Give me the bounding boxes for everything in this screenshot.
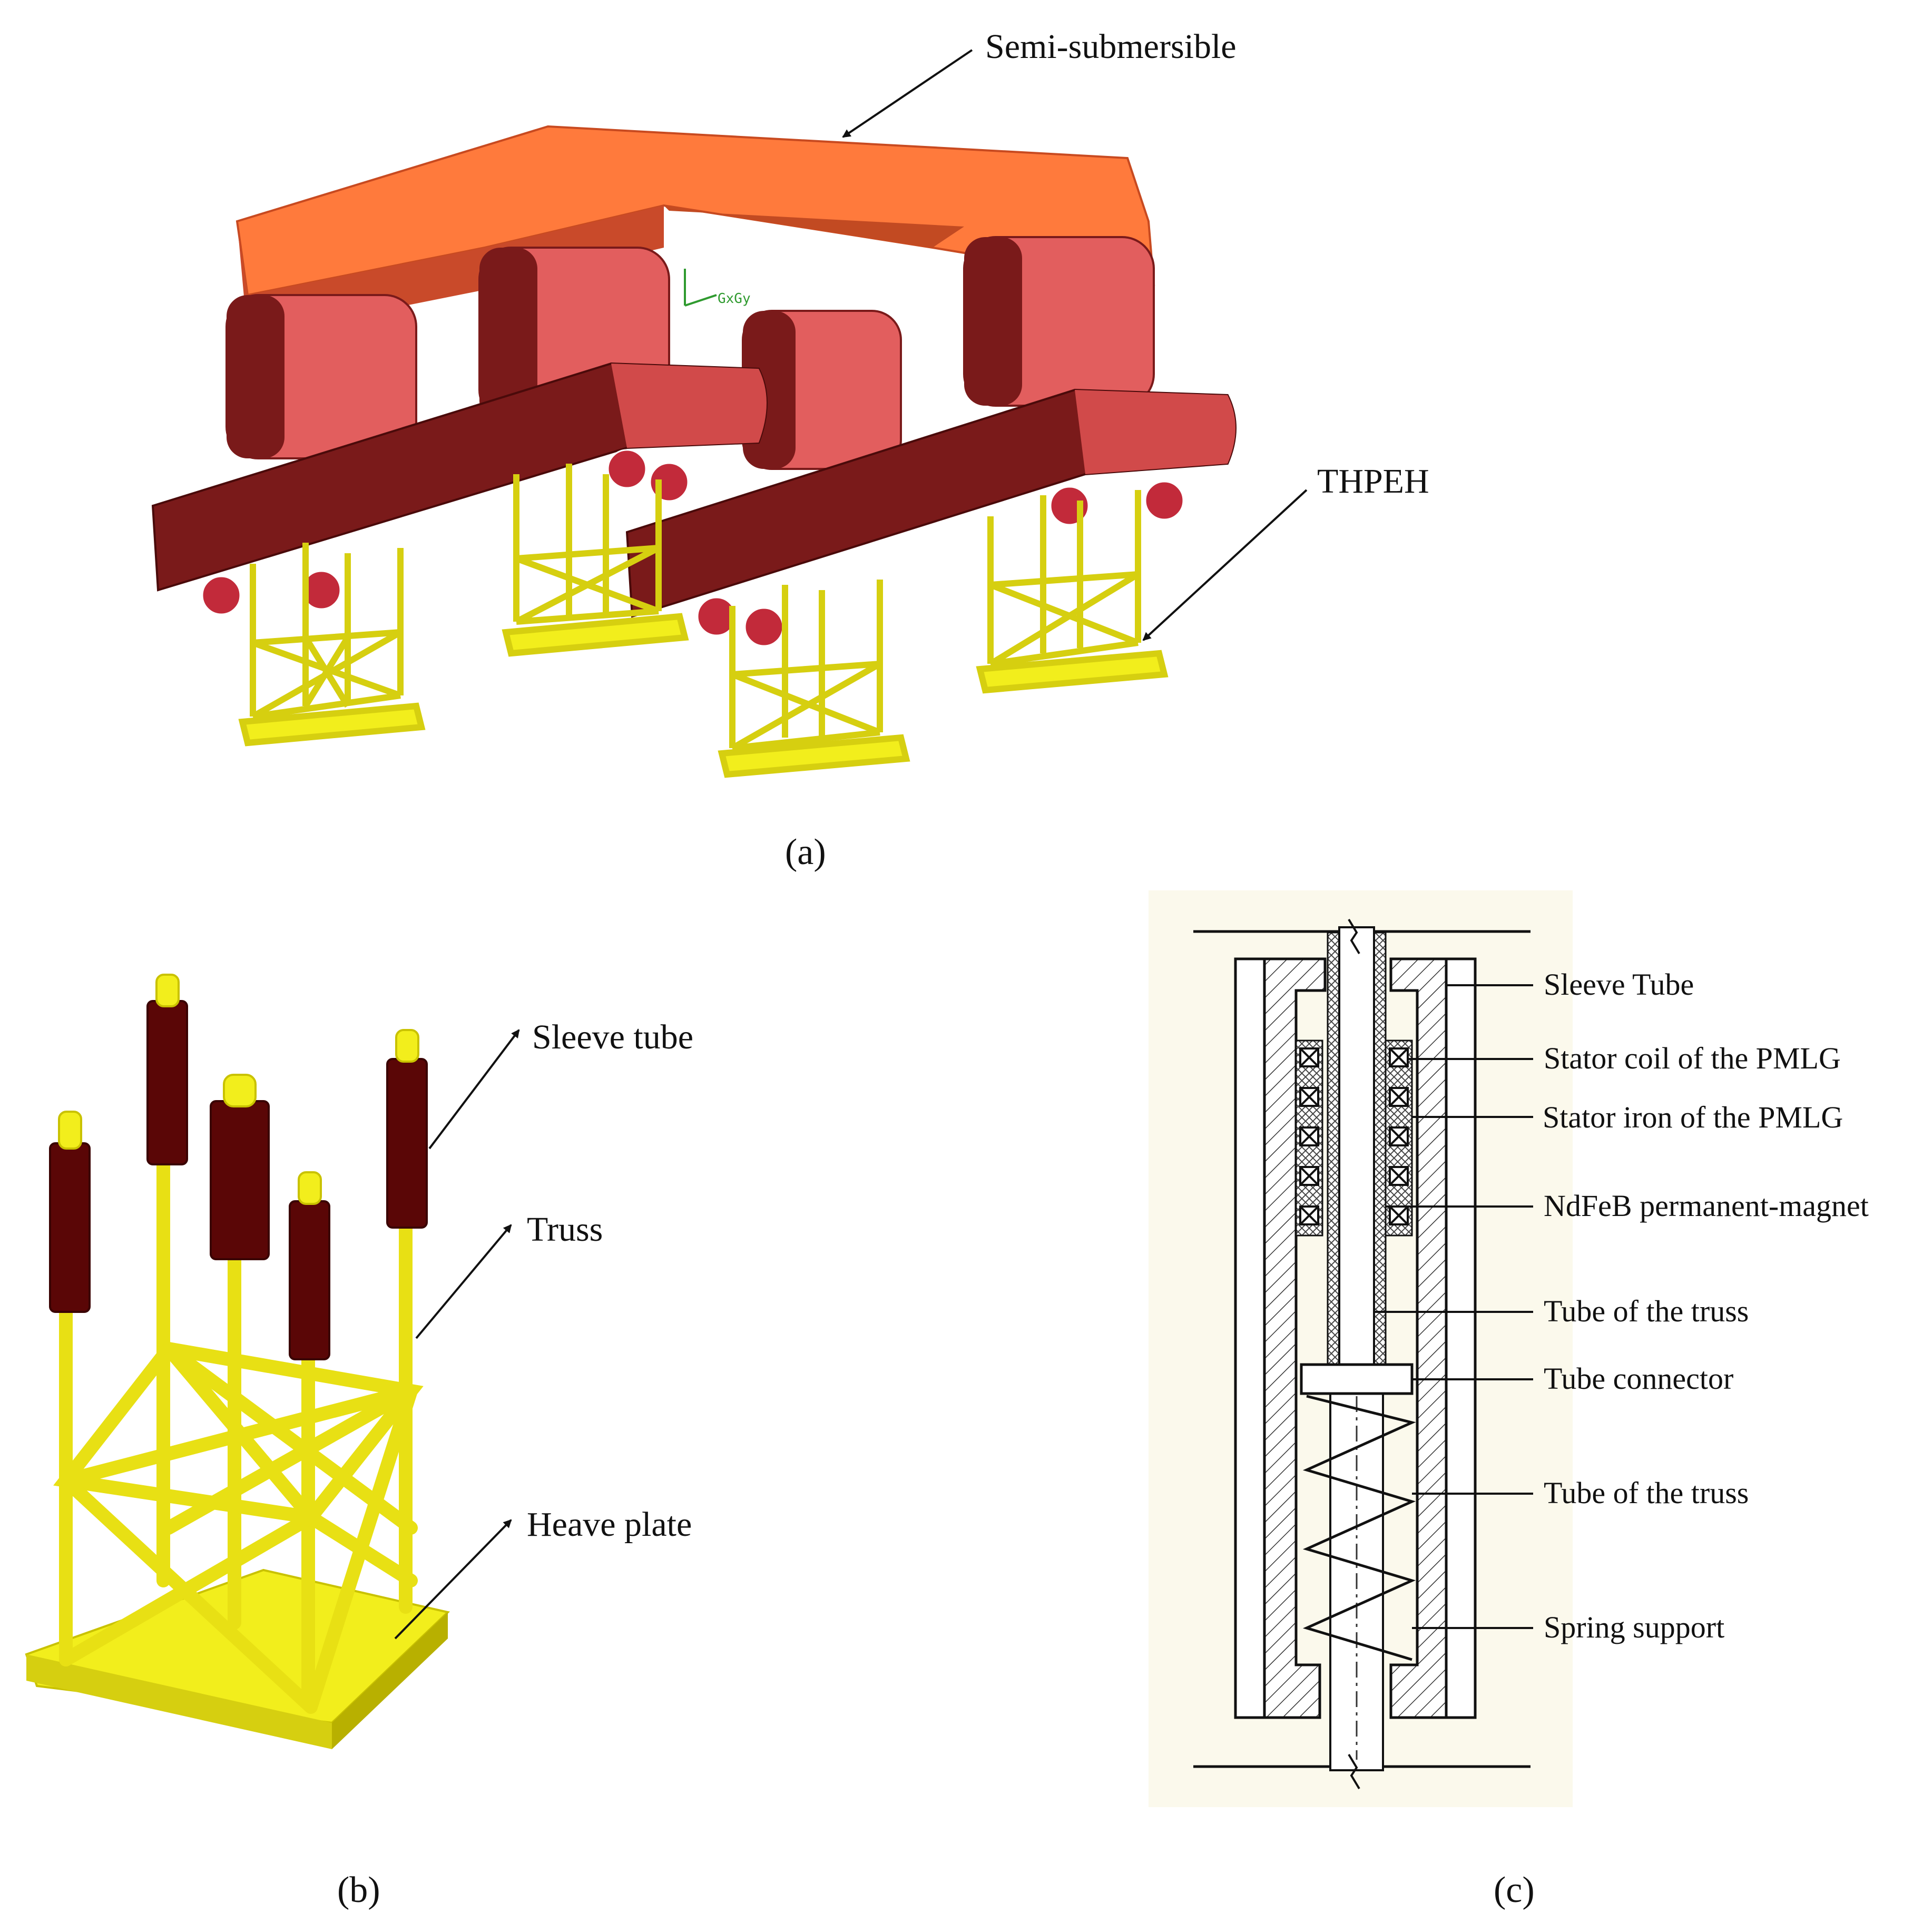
label-heave-plate: Heave plate	[527, 1505, 692, 1544]
thpeh-unit-3	[718, 580, 910, 778]
label-tube-connector: Tube connector	[1544, 1361, 1733, 1396]
thpeh-unit-1	[238, 543, 426, 747]
sleeve-tubes	[49, 1000, 428, 1360]
label-stator-iron: Stator iron of the PMLG	[1543, 1100, 1843, 1134]
leader-semi-submersible	[842, 49, 973, 138]
panel-c-leaders	[1374, 984, 1533, 1629]
axis-triad-label: GxGy	[718, 291, 751, 307]
leader-sleeve-tube	[428, 1029, 520, 1150]
label-magnet: NdFeB permanent-magnet	[1544, 1189, 1869, 1223]
leader-truss	[415, 1224, 512, 1339]
thpeh-unit-4	[976, 490, 1169, 694]
caption-c: (c)	[1494, 1870, 1535, 1910]
magnet-left	[1327, 931, 1340, 1381]
stator-coils	[1299, 1047, 1409, 1225]
leader-thpeh	[1142, 489, 1308, 641]
sleeve-wall-right	[1445, 957, 1477, 1719]
truss-tube-upper	[1338, 926, 1375, 1381]
label-stator-coil: Stator coil of the PMLG	[1544, 1041, 1841, 1075]
label-sleeve-tube-c: Sleeve Tube	[1544, 967, 1694, 1002]
panel-b-thpeh-unit: Sleeve tube Truss Heave plate (b)	[25, 974, 693, 1910]
label-truss: Truss	[527, 1210, 603, 1249]
caption-a: (a)	[785, 832, 826, 872]
stator-housing-right	[1389, 957, 1448, 1719]
caption-b: (b)	[337, 1870, 380, 1910]
spring-support	[1302, 1395, 1416, 1661]
label-sleeve-tube: Sleeve tube	[532, 1018, 693, 1056]
label-tube-truss-2: Tube of the truss	[1544, 1476, 1749, 1510]
label-thpeh: THPEH	[1317, 462, 1429, 501]
tube-caps	[58, 974, 419, 1205]
magnet-right	[1373, 931, 1387, 1381]
tube-connector	[1300, 1363, 1414, 1395]
label-semi-submersible: Semi-submersible	[985, 27, 1237, 66]
thpeh-units	[238, 464, 1169, 778]
thpeh-unit-2	[502, 464, 689, 657]
sleeve-wall-left	[1234, 957, 1266, 1719]
axis-triad-icon: GxGy	[684, 269, 751, 307]
label-tube-truss-1: Tube of the truss	[1544, 1294, 1749, 1328]
deck-inner-opening	[664, 205, 964, 248]
truss-frame	[53, 1131, 424, 1714]
label-spring-support: Spring support	[1544, 1610, 1724, 1644]
panel-a-platform-model: GxGy Semi-submersible THPEH (a)	[151, 27, 1429, 872]
stator-housing-left	[1263, 957, 1327, 1719]
leader-heave-plate	[394, 1519, 512, 1640]
panel-c-pmlg-section: Sleeve Tube Stator coil of the PMLG Stat…	[1149, 890, 1869, 1910]
